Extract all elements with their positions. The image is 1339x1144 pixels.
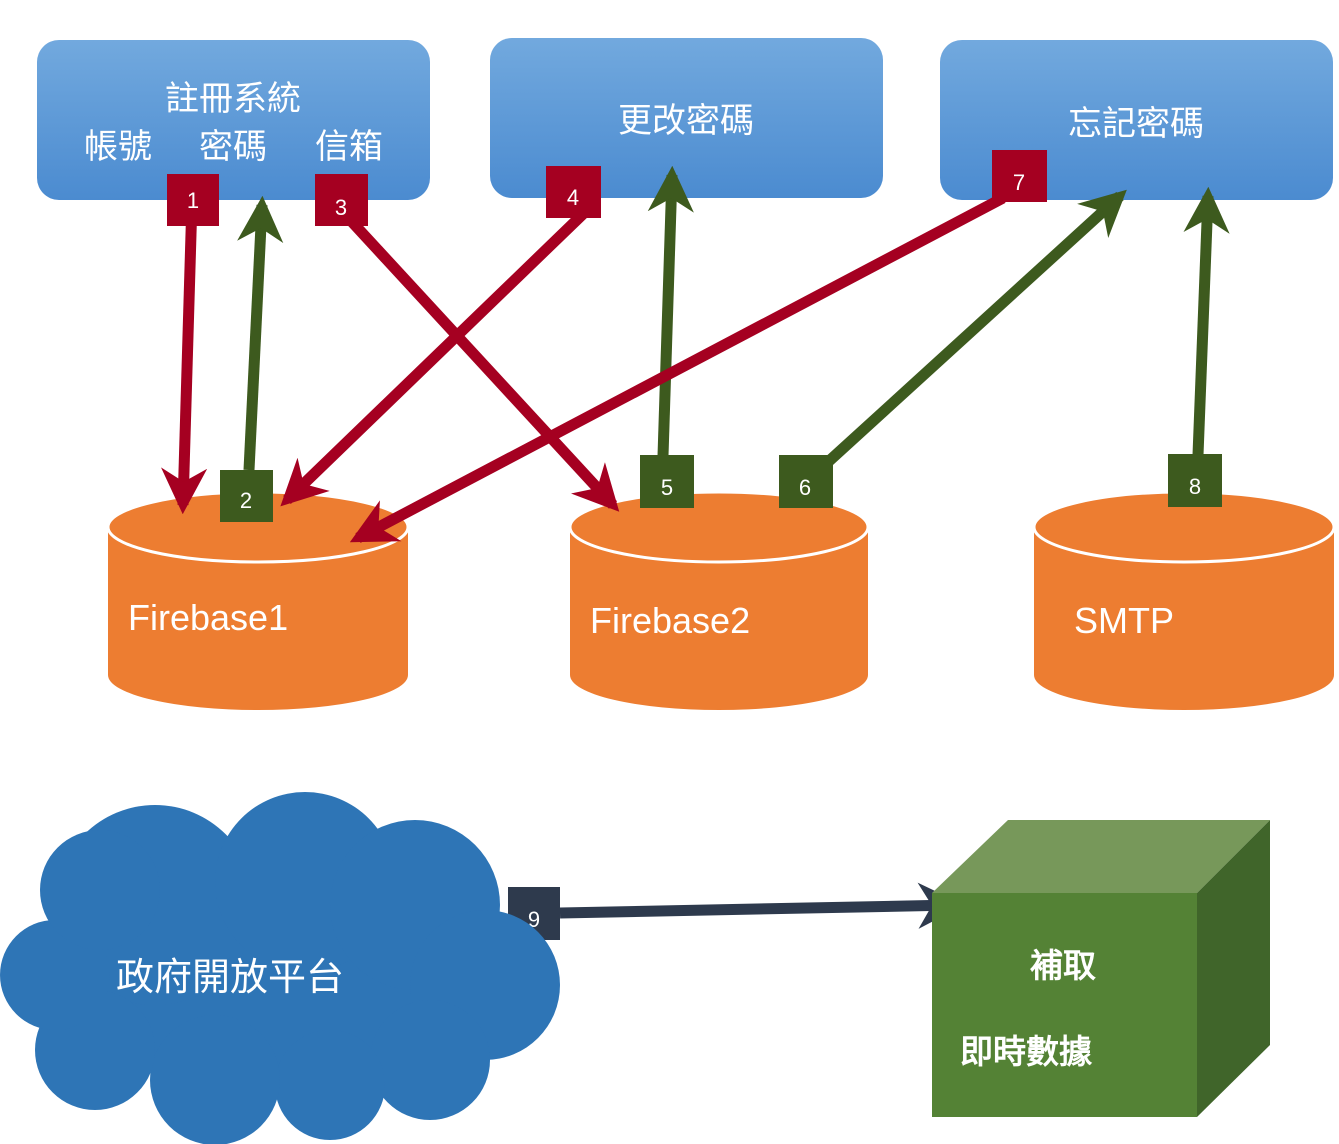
cube-top-face bbox=[932, 820, 1270, 893]
arrow-8 bbox=[1183, 186, 1230, 456]
firebase2-database: Firebase2 bbox=[568, 490, 870, 710]
arrow-5 bbox=[647, 165, 694, 457]
step-badge-3: 3 bbox=[315, 174, 368, 226]
change-password-title: 更改密碼 bbox=[618, 101, 754, 141]
arrow-4 bbox=[280, 210, 587, 507]
register-field-account: 帳號 bbox=[84, 127, 152, 167]
svg-text:8: 8 bbox=[1189, 474, 1201, 499]
forgot-password-title: 忘記密碼 bbox=[1068, 104, 1204, 144]
change-password-box: 更改密碼 bbox=[490, 38, 883, 198]
register-box: 註冊系統 帳號 密碼 信箱 bbox=[37, 40, 430, 200]
svg-text:3: 3 bbox=[335, 195, 347, 220]
register-title: 註冊系統 bbox=[165, 79, 301, 119]
svg-text:5: 5 bbox=[661, 475, 673, 500]
open-data-cloud: 政府開放平台 bbox=[0, 792, 560, 1144]
step-badge-2: 2 bbox=[220, 470, 273, 522]
svg-text:4: 4 bbox=[567, 185, 579, 210]
register-field-password: 密碼 bbox=[199, 127, 267, 167]
arrow-2 bbox=[237, 195, 284, 471]
arrow-7 bbox=[349, 193, 1006, 543]
arrow-1 bbox=[161, 199, 208, 515]
cloud-shape bbox=[0, 792, 560, 1144]
svg-text:1: 1 bbox=[187, 188, 199, 213]
cube-side-face bbox=[1197, 820, 1270, 1117]
change-password-box-shape bbox=[490, 38, 883, 198]
step-badge-1: 1 bbox=[167, 174, 219, 226]
arrow-9 bbox=[559, 882, 965, 929]
step-badge-5: 5 bbox=[640, 455, 694, 508]
step-badge-7: 7 bbox=[992, 150, 1047, 202]
smtp-database: SMTP bbox=[1032, 490, 1336, 710]
step-badge-4: 4 bbox=[546, 166, 601, 218]
register-box-shape bbox=[37, 40, 430, 200]
firebase2-label: Firebase2 bbox=[590, 600, 750, 641]
firebase1-database: Firebase1 bbox=[106, 490, 410, 710]
svg-text:2: 2 bbox=[240, 488, 252, 513]
cube-front-face bbox=[932, 893, 1197, 1117]
realtime-data-cube: 補取 即時數據 bbox=[932, 820, 1270, 1117]
arrows bbox=[161, 165, 1230, 929]
step-badge-6: 6 bbox=[779, 455, 833, 508]
smtp-label: SMTP bbox=[1074, 600, 1174, 641]
step-badge-8: 8 bbox=[1168, 454, 1222, 507]
step-badges: 1 2 3 4 5 6 7 8 bbox=[167, 150, 1222, 940]
cube-line-1: 補取 bbox=[1030, 946, 1096, 985]
cube-line-2: 即時數據 bbox=[960, 1032, 1093, 1071]
cloud-label: 政府開放平台 bbox=[116, 955, 344, 999]
svg-text:7: 7 bbox=[1013, 170, 1025, 195]
arrow-3 bbox=[336, 206, 620, 512]
arrow-6 bbox=[824, 189, 1127, 467]
register-field-email: 信箱 bbox=[315, 127, 383, 167]
firebase1-label: Firebase1 bbox=[128, 597, 288, 638]
svg-text:6: 6 bbox=[799, 475, 811, 500]
